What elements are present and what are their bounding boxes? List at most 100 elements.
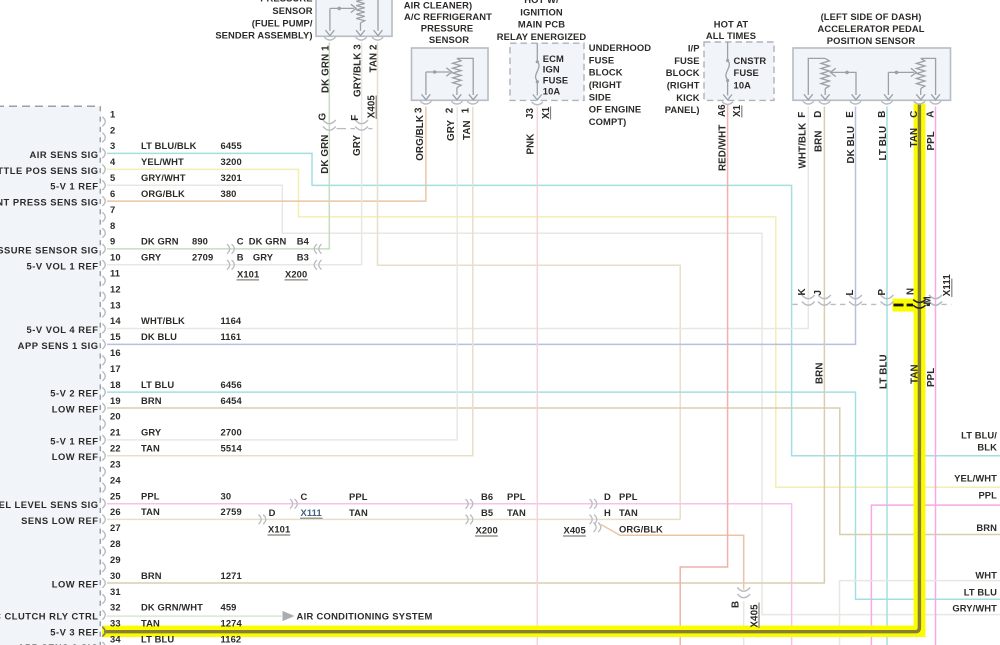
svg-text:10A: 10A <box>734 79 752 90</box>
svg-text:3: 3 <box>110 140 115 151</box>
svg-text:C: C <box>301 491 308 502</box>
svg-text:HOT AT: HOT AT <box>714 18 749 29</box>
svg-text:5: 5 <box>110 172 115 183</box>
svg-text:7: 7 <box>110 204 115 215</box>
svg-text:RED/WHT: RED/WHT <box>717 125 728 171</box>
svg-text:(RIGHT: (RIGHT <box>667 80 700 91</box>
svg-text:P: P <box>877 289 888 296</box>
svg-text:E: E <box>845 111 856 118</box>
svg-text:PNK: PNK <box>526 134 537 155</box>
svg-text:34: 34 <box>110 634 121 645</box>
svg-text:22: 22 <box>110 443 121 454</box>
svg-text:D: D <box>813 111 824 118</box>
svg-text:SENSOR: SENSOR <box>429 34 469 45</box>
svg-text:(FUEL PUMP/: (FUEL PUMP/ <box>252 17 313 28</box>
svg-text:FUSE: FUSE <box>674 55 699 66</box>
svg-text:ORG/BLK: ORG/BLK <box>141 188 185 199</box>
svg-text:26: 26 <box>110 506 121 517</box>
svg-text:APP SENS 2 SIG: APP SENS 2 SIG <box>18 642 99 645</box>
svg-text:32: 32 <box>110 602 121 613</box>
svg-text:CNSTR: CNSTR <box>734 55 767 66</box>
svg-text:12: 12 <box>110 283 121 294</box>
svg-text:TAN: TAN <box>141 506 160 517</box>
svg-text:BRN: BRN <box>814 130 825 152</box>
svg-text:B3: B3 <box>297 252 309 263</box>
svg-text:YEL/WHT: YEL/WHT <box>954 473 997 484</box>
svg-text:1: 1 <box>460 107 471 113</box>
svg-text:M: M <box>922 296 933 304</box>
svg-text:GRY: GRY <box>446 119 457 141</box>
svg-text:TAN: TAN <box>507 507 526 518</box>
svg-text:2759: 2759 <box>221 506 242 517</box>
svg-text:TAN: TAN <box>619 507 638 518</box>
svg-text:8: 8 <box>110 220 115 231</box>
svg-text:9: 9 <box>110 236 115 247</box>
svg-text:30: 30 <box>110 570 121 581</box>
svg-text:WHT/BLK: WHT/BLK <box>797 123 808 169</box>
svg-text:33: 33 <box>110 618 121 629</box>
svg-text:X111: X111 <box>301 507 322 518</box>
svg-text:PANEL): PANEL) <box>665 104 700 115</box>
svg-text:GRY/WHT: GRY/WHT <box>952 603 997 614</box>
svg-text:AIR CLEANER): AIR CLEANER) <box>404 0 472 11</box>
svg-text:GRY/WHT: GRY/WHT <box>141 172 186 183</box>
svg-text:MAIN PCB: MAIN PCB <box>518 19 565 30</box>
svg-text:2700: 2700 <box>221 427 242 438</box>
svg-text:5-V 1 REF: 5-V 1 REF <box>50 435 98 446</box>
svg-text:LT BLU: LT BLU <box>964 587 997 598</box>
svg-text:14: 14 <box>110 315 121 326</box>
svg-text:COMPT): COMPT) <box>589 116 627 127</box>
svg-text:TAN: TAN <box>141 618 160 629</box>
svg-text:5-V VOL 4 REF: 5-V VOL 4 REF <box>27 324 99 335</box>
svg-text:17: 17 <box>110 363 121 374</box>
svg-text:APP SENS 1 SIG: APP SENS 1 SIG <box>18 340 99 351</box>
svg-text:X200: X200 <box>285 268 307 279</box>
svg-text:X1: X1 <box>732 104 743 117</box>
svg-text:DK BLU: DK BLU <box>141 331 177 342</box>
svg-text:ACCELERATOR PEDAL: ACCELERATOR PEDAL <box>817 23 924 34</box>
svg-text:(RIGHT: (RIGHT <box>589 79 622 90</box>
svg-text:LT BLU: LT BLU <box>141 634 174 645</box>
svg-text:J: J <box>813 290 824 296</box>
svg-text:TAN: TAN <box>909 128 920 148</box>
svg-text:X405: X405 <box>367 95 378 119</box>
svg-text:1274: 1274 <box>221 618 243 629</box>
svg-text:B: B <box>730 601 741 608</box>
svg-text:BLOCK: BLOCK <box>589 67 623 78</box>
svg-text:LT BLU/: LT BLU/ <box>961 430 997 441</box>
svg-text:TAN: TAN <box>349 507 368 518</box>
svg-text:PPL: PPL <box>507 491 526 502</box>
svg-text:890: 890 <box>192 236 208 247</box>
svg-text:3200: 3200 <box>221 156 242 167</box>
svg-text:16: 16 <box>110 347 121 358</box>
svg-text:5-V 3 REF: 5-V 3 REF <box>50 626 98 637</box>
svg-text:LOW REF: LOW REF <box>52 451 99 462</box>
svg-text:4: 4 <box>110 156 116 167</box>
svg-text:A: A <box>925 111 936 118</box>
svg-text:DK GRN: DK GRN <box>320 135 331 174</box>
svg-text:DK BLU: DK BLU <box>846 126 857 164</box>
svg-text:LOW REF: LOW REF <box>52 579 99 590</box>
svg-text:IGNITION: IGNITION <box>520 6 563 17</box>
svg-text:D: D <box>269 507 276 518</box>
svg-text:AIR SENS SIG: AIR SENS SIG <box>29 149 98 160</box>
svg-text:TAN: TAN <box>141 443 160 454</box>
svg-text:SSURE SENSOR SIG: SSURE SENSOR SIG <box>0 244 99 255</box>
svg-text:5514: 5514 <box>221 443 243 454</box>
svg-text:DK GRN 1: DK GRN 1 <box>320 45 331 93</box>
svg-text:UNDERHOOD: UNDERHOOD <box>589 42 651 53</box>
svg-text:ALL TIMES: ALL TIMES <box>706 30 756 41</box>
svg-text:A/C REFRIGERANT: A/C REFRIGERANT <box>404 11 492 22</box>
svg-text:29: 29 <box>110 554 121 565</box>
svg-text:FUSE: FUSE <box>589 54 614 65</box>
svg-text:31: 31 <box>110 586 121 597</box>
svg-text:BRN: BRN <box>815 362 826 384</box>
svg-text:EL LEVEL SENS SIG: EL LEVEL SENS SIG <box>0 499 99 510</box>
svg-text:X200: X200 <box>476 525 498 536</box>
svg-text:BRN: BRN <box>976 522 997 533</box>
svg-text:LT BLU: LT BLU <box>879 354 890 389</box>
svg-text:3: 3 <box>414 107 425 113</box>
svg-text:KICK: KICK <box>676 92 699 103</box>
svg-text:21: 21 <box>110 427 121 438</box>
svg-text:H: H <box>604 507 611 518</box>
